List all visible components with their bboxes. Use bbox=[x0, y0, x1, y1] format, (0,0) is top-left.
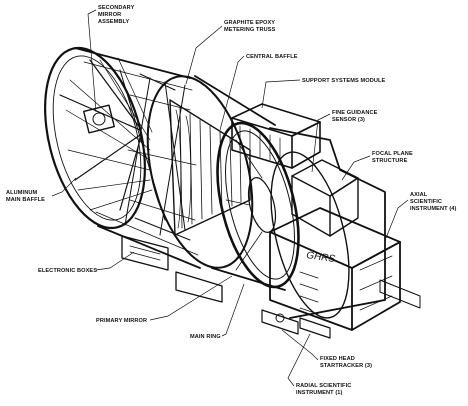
leader-focal-plane bbox=[341, 155, 371, 181]
label-support-systems: SUPPORT SYSTEMS MODULE bbox=[302, 78, 385, 84]
leader-fixed-head bbox=[281, 329, 319, 361]
leader-graphite-truss bbox=[185, 25, 223, 85]
secondary-mirror-assembly bbox=[59, 59, 141, 211]
aft-shroud bbox=[269, 127, 386, 319]
label-electronic-boxes: ELECTRONIC BOXES bbox=[38, 268, 97, 274]
leader-support-systems bbox=[261, 79, 301, 109]
label-fine-guidance: FINE GUIDANCE SENSOR (3) bbox=[332, 110, 379, 123]
main-tube bbox=[146, 75, 286, 291]
label-central-baffle: CENTRAL BAFFLE bbox=[246, 54, 298, 60]
telescope-illustration: GHRS bbox=[44, 46, 421, 339]
leader-central-baffle bbox=[219, 55, 245, 131]
leader-secondary-mirror bbox=[87, 9, 97, 113]
forward-tube bbox=[44, 46, 201, 269]
callout-labels: SECONDARY MIRROR ASSEMBLY GRAPHITE EPOXY… bbox=[6, 5, 456, 396]
fine-guidance-sensor bbox=[291, 159, 359, 237]
label-main-ring: MAIN RING bbox=[190, 334, 221, 340]
leader-electronic-boxes bbox=[95, 251, 135, 271]
leader-aluminum-baffle bbox=[51, 177, 77, 197]
label-axial-instrument: AXIAL SCIENTIFIC INSTRUMENT (4) bbox=[410, 192, 456, 212]
leader-radial-instrument bbox=[287, 333, 311, 387]
leader-main-ring bbox=[221, 283, 245, 337]
leader-fine-guidance bbox=[311, 113, 331, 173]
electronic-boxes bbox=[121, 235, 223, 303]
instrument-marking: GHRS bbox=[306, 250, 336, 265]
label-focal-plane: FOCAL PLANE STRUCTURE bbox=[372, 151, 414, 164]
metering-truss bbox=[119, 69, 197, 241]
label-graphite-truss: GRAPHITE EPOXY METERING TRUSS bbox=[224, 20, 277, 33]
main-ring bbox=[216, 121, 300, 289]
label-secondary-mirror: SECONDARY MIRROR ASSEMBLY bbox=[98, 5, 136, 25]
leader-primary-mirror bbox=[149, 275, 233, 321]
central-baffle bbox=[169, 99, 251, 236]
label-aluminum-baffle: ALUMINUM MAIN BAFFLE bbox=[6, 190, 45, 203]
label-radial-instrument: RADIAL SCIENTIFIC INSTRUMENT (1) bbox=[296, 383, 353, 396]
leader-axial-instrument bbox=[385, 199, 409, 239]
label-primary-mirror: PRIMARY MIRROR bbox=[96, 318, 147, 324]
label-fixed-head: FIXED HEAD STARTRACKER (3) bbox=[320, 356, 372, 369]
leader-lines bbox=[51, 9, 409, 387]
star-trackers bbox=[261, 309, 331, 339]
axial-scientific-instrument: GHRS bbox=[269, 207, 421, 331]
